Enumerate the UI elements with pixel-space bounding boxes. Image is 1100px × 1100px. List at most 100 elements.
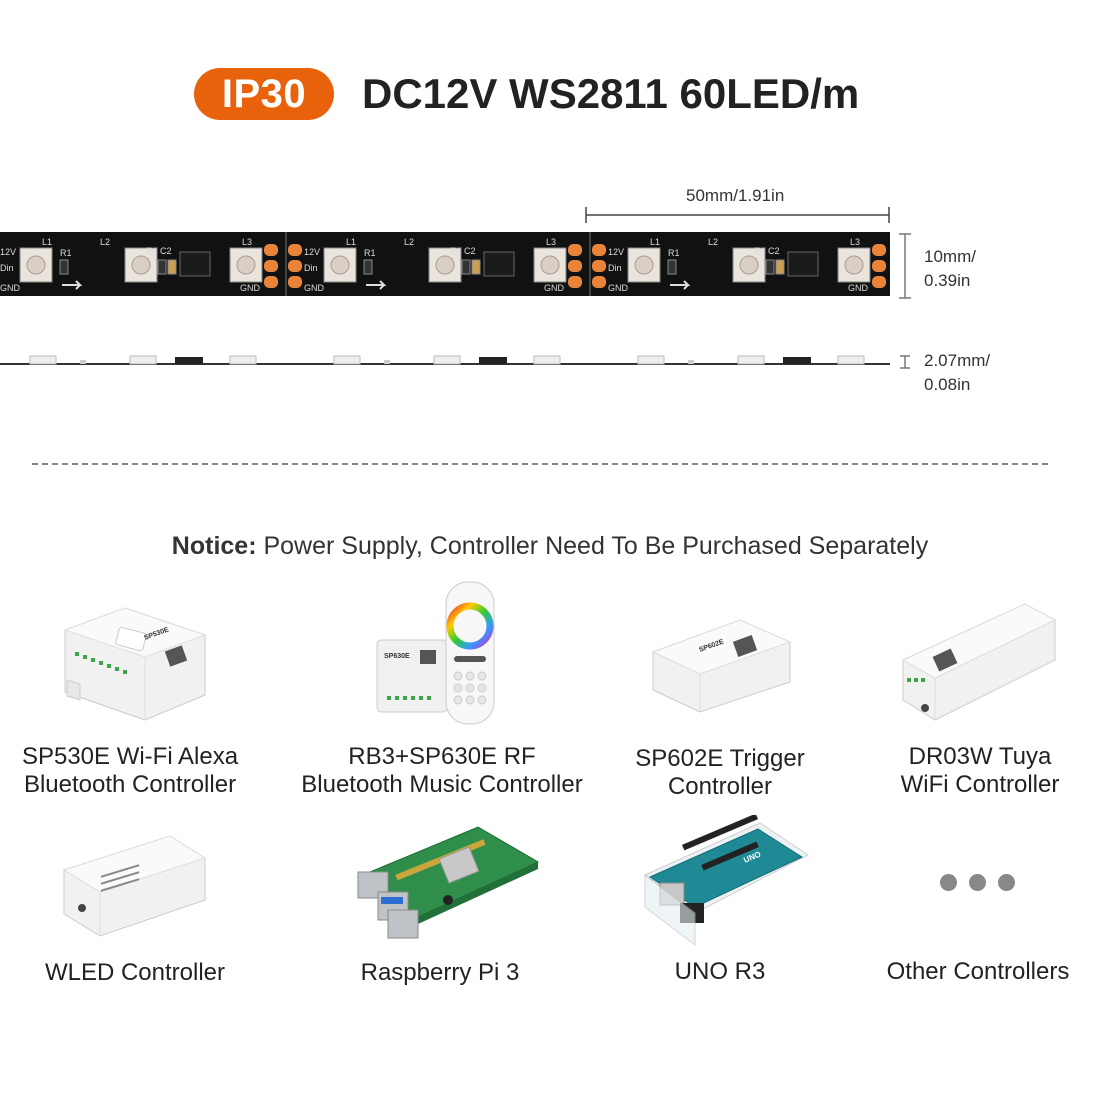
label-gnd: GND (304, 283, 325, 293)
led-strip-diagram: 12VDinGND12VDoGNDL1L2L3R1R4 C212VDinGND1… (0, 207, 911, 369)
label-r1: R1 (60, 248, 72, 258)
product-caption-wled: WLED Controller (44, 959, 226, 986)
label-l2: L2 (404, 237, 414, 247)
profile-led (837, 355, 865, 365)
solder-pad (288, 244, 302, 256)
resistor (363, 259, 373, 275)
rb3-sp630e-image: SP630E (376, 581, 495, 725)
profile-resistor (688, 360, 694, 364)
label-gnd: GND (0, 283, 21, 293)
solder-pad (288, 276, 302, 288)
solder-pad (872, 244, 886, 256)
solder-pad (568, 260, 582, 272)
label-gnd: GND (848, 283, 869, 293)
profile-led (533, 355, 561, 365)
capacitor (775, 259, 785, 275)
solder-pad (592, 260, 606, 272)
product-title: DC12V WS2811 60LED/m (362, 70, 860, 117)
label-r4c2: R4 C2 (146, 246, 172, 256)
label-r1: R1 (668, 248, 680, 258)
notice-text: Notice: Power Supply, Controller Need To… (171, 532, 929, 560)
section-divider (32, 463, 1048, 465)
label-12v: 12V (304, 247, 320, 257)
product-caption-uno-r3: UNO R3 (674, 958, 766, 985)
svg-text:SP630E: SP630E (384, 653, 410, 660)
dr03w-controller-image (901, 603, 1057, 721)
label-l1: L1 (42, 237, 52, 247)
wled-controller-image (62, 835, 207, 937)
profile-led (433, 355, 461, 365)
capacitor (471, 259, 481, 275)
led-lens (131, 255, 151, 275)
label-din: Din (608, 263, 622, 273)
label-gnd: GND (240, 283, 261, 293)
solder-pad (568, 244, 582, 256)
led-lens (739, 255, 759, 275)
label-l3: L3 (242, 237, 252, 247)
segment-length-label: 50mm/1.91in (686, 186, 785, 205)
led-lens (844, 255, 864, 275)
strip-width-label: 10mm/ 0.39in (924, 247, 976, 290)
ic-chip (179, 251, 211, 277)
led-lens (330, 255, 350, 275)
solder-pad (264, 244, 278, 256)
label-r1: R1 (364, 248, 376, 258)
arrow-icon (670, 280, 691, 290)
label-gnd: GND (544, 283, 565, 293)
solder-pad (872, 276, 886, 288)
label-l2: L2 (100, 237, 110, 247)
profile-led (229, 355, 257, 365)
profile-segment (637, 355, 865, 365)
solder-pad (264, 260, 278, 272)
ip-rating-badge: IP30 (194, 68, 334, 120)
label-din: Din (304, 263, 318, 273)
label-r4c2: R4 C2 (450, 246, 476, 256)
strip-segment: 12VDinGND12VDoGNDL1L2L3R1R4 C2 (589, 232, 886, 296)
solder-pad (264, 276, 278, 288)
resistor (461, 259, 471, 275)
label-l3: L3 (546, 237, 556, 247)
arrow-icon (366, 280, 387, 290)
more-controllers-icon (940, 874, 1015, 891)
profile-led (29, 355, 57, 365)
resistor (765, 259, 775, 275)
label-l3: L3 (850, 237, 860, 247)
led-lens (540, 255, 560, 275)
label-l1: L1 (346, 237, 356, 247)
ic-chip (787, 251, 819, 277)
profile-led (333, 355, 361, 365)
solder-pad (288, 260, 302, 272)
uno-r3-image: UNO (644, 815, 809, 947)
resistor (59, 259, 69, 275)
strip-segment: 12VDinGND12VDoGNDL1L2L3R1R4 C2 (285, 232, 582, 296)
product-caption-raspberry-pi: Raspberry Pi 3 (360, 959, 520, 986)
profile-led (737, 355, 765, 365)
label-din: Din (0, 263, 14, 273)
led-lens (26, 255, 46, 275)
capacitor (167, 259, 177, 275)
label-12v: 12V (608, 247, 624, 257)
resistor (667, 259, 677, 275)
profile-segment (29, 355, 257, 365)
led-chip (732, 247, 766, 283)
led-lens (435, 255, 455, 275)
resistor (157, 259, 167, 275)
strip-segment: 12VDinGND12VDoGNDL1L2L3R1R4 C2 (0, 237, 278, 293)
arrow-icon (62, 280, 83, 290)
sp530e-controller-image: SP530E (63, 607, 207, 721)
product-caption-other: Other Controllers (886, 958, 1070, 985)
solder-pad (592, 244, 606, 256)
profile-led (637, 355, 665, 365)
solder-pad (568, 276, 582, 288)
label-12v: 12V (0, 247, 16, 257)
label-gnd: GND (608, 283, 629, 293)
led-lens (236, 255, 256, 275)
profile-resistor (384, 360, 390, 364)
solder-pad (872, 260, 886, 272)
strip-thickness-label: 2.07mm/ 0.08in (924, 351, 991, 394)
label-l2: L2 (708, 237, 718, 247)
